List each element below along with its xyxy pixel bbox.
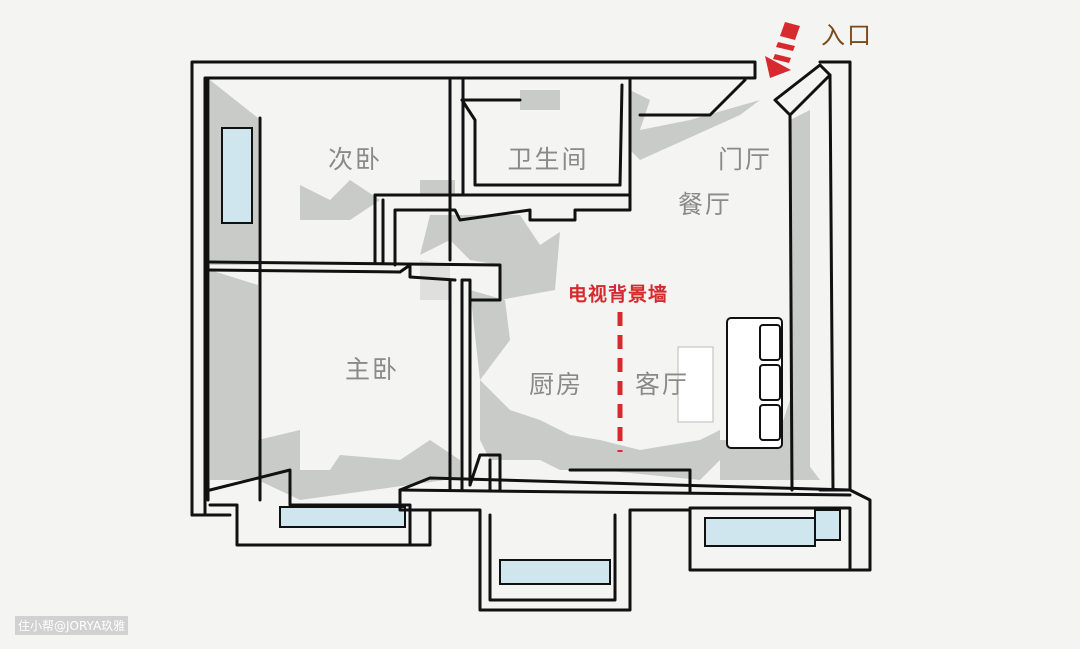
sofa: [726, 317, 783, 449]
room-master-bedroom: 主卧: [344, 355, 400, 384]
room-kitchen: 厨房: [528, 370, 584, 399]
room-second-bedroom: 次卧: [327, 145, 383, 174]
windows: [221, 127, 841, 585]
watermark: 住小帮@JORYA玖雅: [15, 616, 129, 635]
wall-shadows: [210, 80, 820, 500]
room-dining: 餐厅: [677, 190, 733, 219]
room-bathroom: 卫生间: [507, 145, 589, 174]
entrance-label: 入口: [821, 21, 873, 50]
room-foyer: 门厅: [717, 145, 773, 174]
entrance-arrow-icon: [765, 22, 800, 78]
tv-wall-label: 电视背景墙: [567, 283, 669, 306]
room-living: 客厅: [634, 370, 690, 399]
coffee-table: [677, 346, 714, 423]
walls: [190, 60, 872, 612]
